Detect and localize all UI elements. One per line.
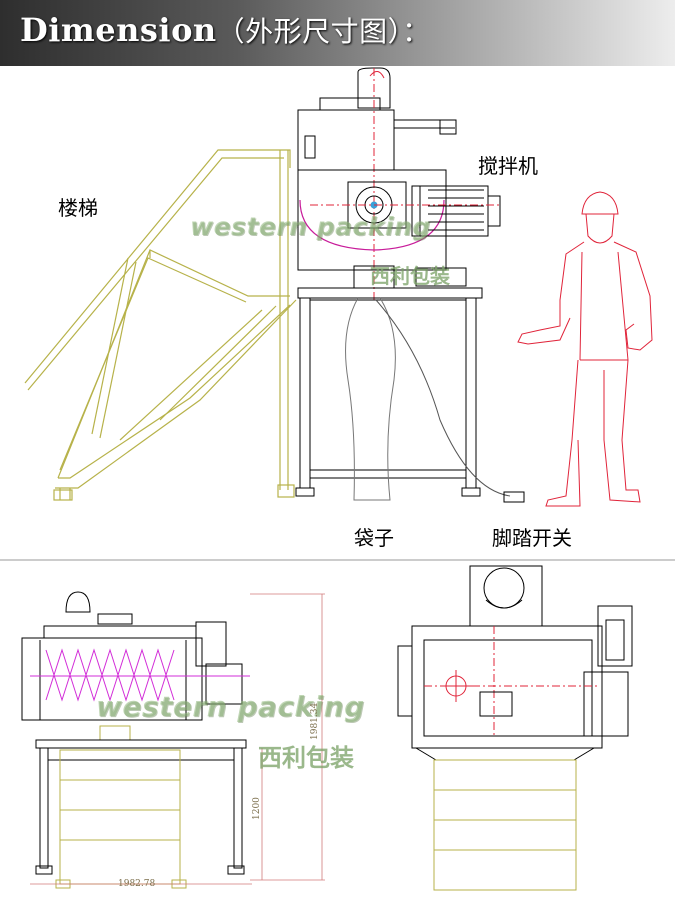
label-foot-switch: 脚踏开关: [492, 526, 572, 550]
label-ladder: 楼梯: [58, 196, 98, 220]
watermark-cn-bottom: 西利包装: [258, 744, 354, 772]
watermark-en-top: western packing: [190, 212, 431, 241]
watermark-en-bottom: western packing: [96, 690, 365, 723]
ladder-drawing: [24, 149, 297, 501]
dim-height-lower: 1200: [252, 797, 262, 820]
person-drawing: [517, 191, 653, 507]
header-banner: Dimension（外形尺寸图）：: [0, 0, 675, 66]
dimension-lines: [30, 593, 325, 885]
mixer-drawing: [295, 67, 525, 503]
title-en: Dimension: [20, 11, 217, 49]
watermark-cn-top: 西利包装: [370, 264, 450, 288]
label-mixer: 搅拌机: [478, 154, 538, 178]
dim-height-total: 1981.34: [310, 702, 320, 740]
top-view-drawing: [397, 565, 633, 891]
title-cn: （外形尺寸图）：: [216, 15, 431, 48]
page-title: Dimension（外形尺寸图）：: [20, 10, 431, 50]
front-view-drawing: [21, 591, 250, 889]
label-bag: 袋子: [354, 526, 394, 550]
dim-width: 1982.78: [118, 879, 156, 889]
